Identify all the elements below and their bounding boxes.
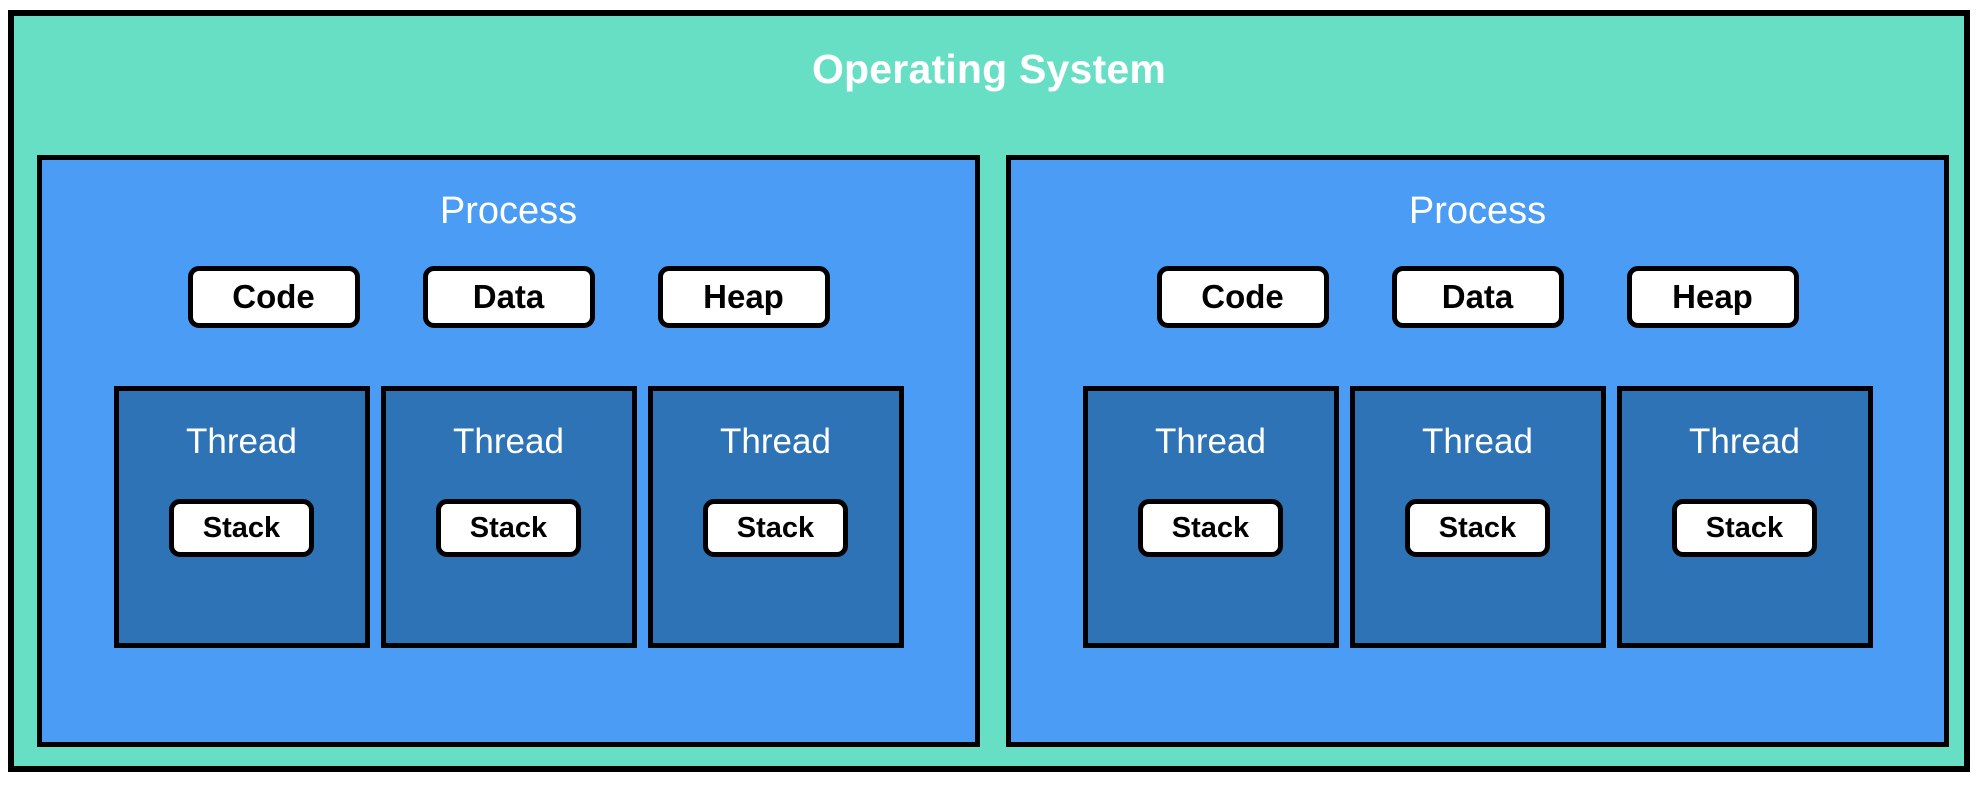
thread-stack-label: Stack <box>202 511 281 544</box>
thread-title: Thread <box>1689 422 1800 461</box>
segment-code-label: Code <box>232 278 315 315</box>
thread-box: Thread Stack <box>113 386 370 648</box>
thread-stack: Stack <box>169 499 314 557</box>
process-title: Process <box>439 190 578 232</box>
thread-box: Thread Stack <box>380 386 637 648</box>
thread-stack-label: Stack <box>1438 511 1517 544</box>
thread-title: Thread <box>720 422 831 461</box>
segment-heap-label: Heap <box>1672 278 1753 315</box>
segment-code: Code <box>187 266 360 328</box>
thread-title: Thread <box>1155 422 1266 461</box>
segment-data-label: Data <box>472 278 545 315</box>
segment-heap: Heap <box>657 266 830 328</box>
thread-stack: Stack <box>1138 499 1283 557</box>
thread-stack-label: Stack <box>736 511 815 544</box>
process-box-1: Process Code Data Heap Thread Stack <box>37 155 980 747</box>
segment-code-label: Code <box>1201 278 1284 315</box>
thread-stack-label: Stack <box>1705 511 1784 544</box>
process-box-2: Process Code Data Heap Thread Stack <box>1006 155 1949 747</box>
segment-code: Code <box>1156 266 1329 328</box>
thread-stack: Stack <box>1672 499 1817 557</box>
segment-data-label: Data <box>1441 278 1514 315</box>
process-title: Process <box>1408 190 1547 232</box>
process-row: Process Code Data Heap Thread Stack <box>37 155 1949 747</box>
segment-data: Data <box>1391 266 1564 328</box>
thread-row: Thread Stack Thread Stack Thread Stack <box>113 386 904 648</box>
thread-stack: Stack <box>1405 499 1550 557</box>
thread-stack-label: Stack <box>469 511 548 544</box>
thread-stack: Stack <box>436 499 581 557</box>
memory-segment-row: Code Data Heap <box>1156 266 1799 328</box>
thread-title: Thread <box>1422 422 1533 461</box>
thread-box: Thread Stack <box>1349 386 1606 648</box>
segment-heap-label: Heap <box>703 278 784 315</box>
thread-box: Thread Stack <box>1616 386 1873 648</box>
thread-box: Thread Stack <box>1082 386 1339 648</box>
thread-box: Thread Stack <box>647 386 904 648</box>
thread-title: Thread <box>186 422 297 461</box>
segment-heap: Heap <box>1626 266 1799 328</box>
thread-stack-label: Stack <box>1171 511 1250 544</box>
thread-stack: Stack <box>703 499 848 557</box>
memory-segment-row: Code Data Heap <box>187 266 830 328</box>
thread-row: Thread Stack Thread Stack Thread Stack <box>1082 386 1873 648</box>
thread-title: Thread <box>453 422 564 461</box>
segment-data: Data <box>422 266 595 328</box>
operating-system-title: Operating System <box>811 46 1167 92</box>
operating-system-container: Operating System Process Code Data Heap … <box>8 10 1970 772</box>
